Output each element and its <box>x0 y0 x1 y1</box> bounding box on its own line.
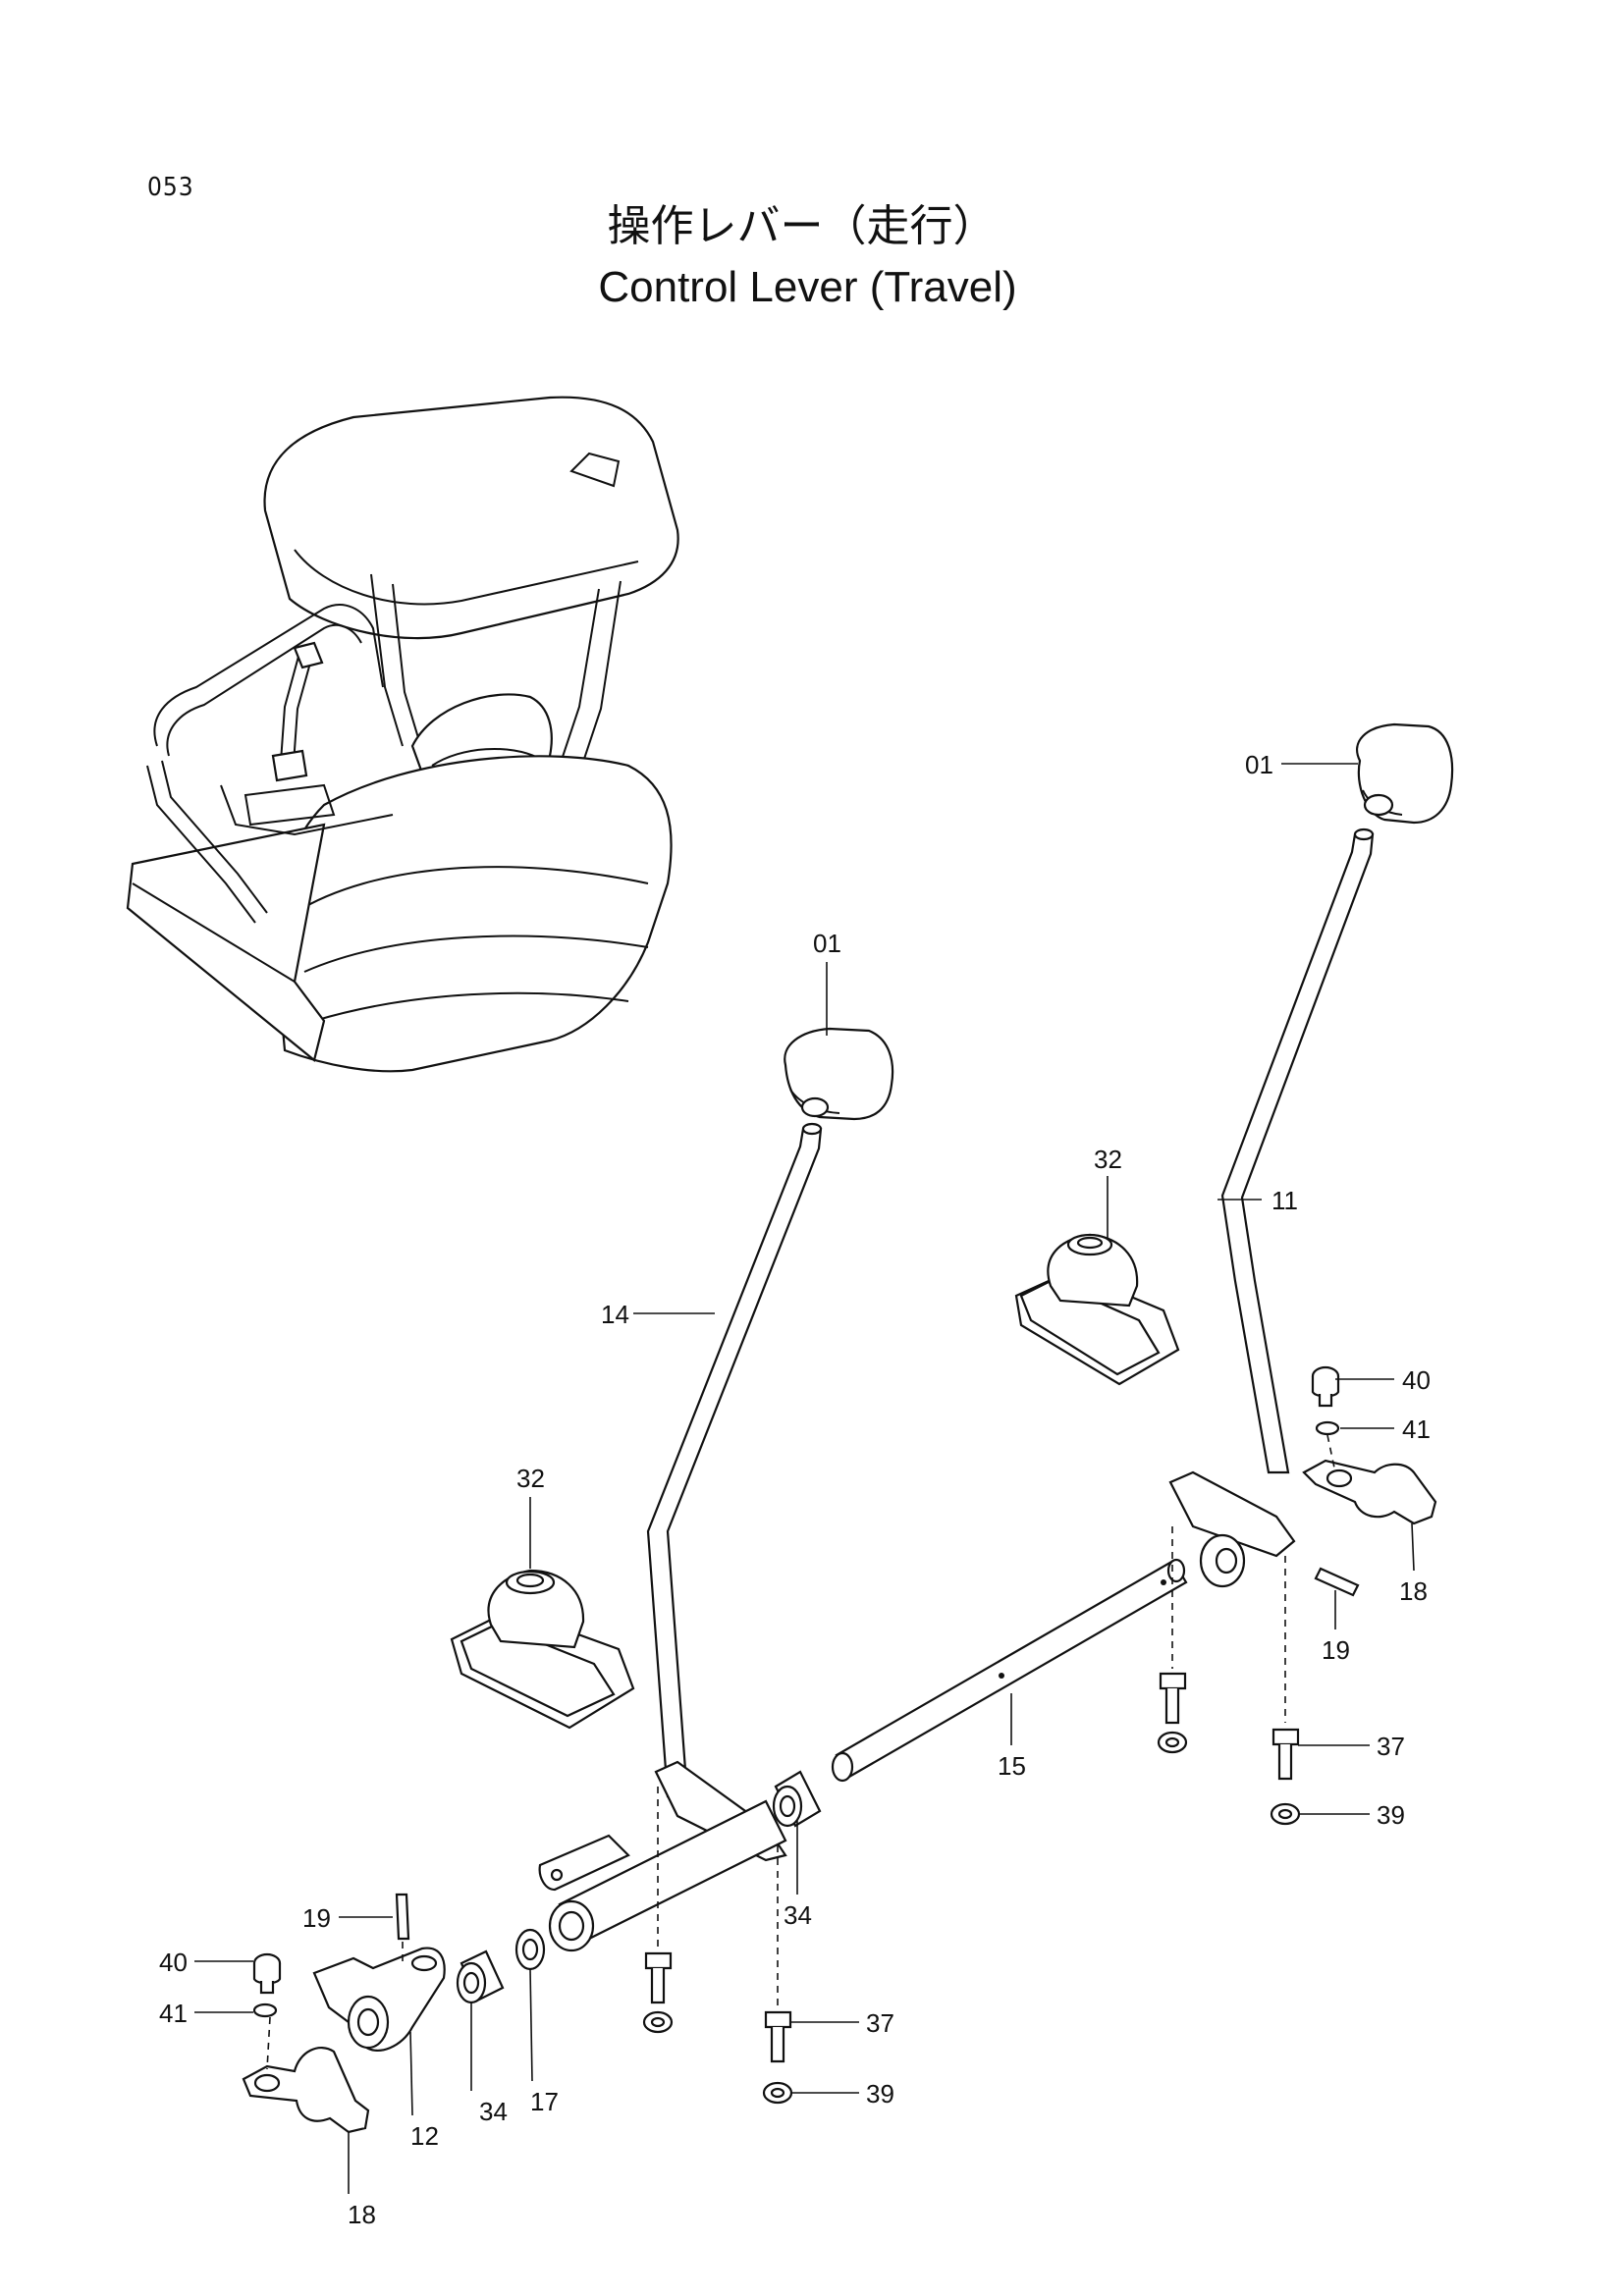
page-title-japanese: 操作レバー（走行） <box>607 201 997 251</box>
callout-34-left: 34 <box>479 2097 508 2126</box>
callout-40-left: 40 <box>159 1948 188 1977</box>
callout-12: 12 <box>410 2121 439 2151</box>
shaft-15 <box>772 1558 1188 1828</box>
page-number: 053 <box>147 173 194 202</box>
callout-41-right: 41 <box>1402 1415 1431 1444</box>
bracket-18-left <box>242 2046 370 2134</box>
page-title-english: Control Lever (Travel) <box>598 263 1017 311</box>
callout-17: 17 <box>530 2087 559 2116</box>
callout-01-left: 01 <box>813 929 841 958</box>
callout-39-right: 39 <box>1377 1800 1405 1830</box>
machine-overview-drawing <box>126 396 679 1073</box>
lever-14 <box>646 1127 823 1798</box>
left-lever-assembly <box>242 1027 894 2134</box>
title-block: 操作レバー（走行） Control Lever (Travel) <box>0 196 1623 318</box>
callout-32-right: 32 <box>1094 1145 1122 1174</box>
callout-34-mid: 34 <box>784 1900 812 1930</box>
callout-37-left: 37 <box>866 2008 894 2038</box>
assembly-lines <box>266 1434 1336 2070</box>
callout-41-left: 41 <box>159 1999 188 2028</box>
callout-19-left: 19 <box>302 1903 331 1933</box>
fasteners <box>642 1672 1301 2105</box>
callout-37-right: 37 <box>1377 1732 1405 1761</box>
callout-18-left: 18 <box>348 2200 376 2229</box>
callout-19-right: 19 <box>1322 1635 1350 1665</box>
leader-lines <box>194 763 1415 2194</box>
callout-32-left: 32 <box>516 1464 545 1493</box>
callout-01-right: 01 <box>1245 750 1273 779</box>
callout-14: 14 <box>601 1300 629 1329</box>
callout-39-left: 39 <box>866 2079 894 2109</box>
lever-11 <box>1220 832 1375 1474</box>
callout-15: 15 <box>998 1751 1026 1781</box>
callout-11: 11 <box>1271 1186 1298 1215</box>
callout-18-right: 18 <box>1399 1576 1428 1606</box>
right-lever-assembly <box>1014 722 1454 1597</box>
callout-40-right: 40 <box>1402 1365 1431 1395</box>
bracket-18-right <box>1302 1459 1437 1525</box>
callout-labels: 01 01 11 14 32 32 40 41 18 19 15 37 39 3… <box>159 750 1431 2229</box>
knob-left <box>784 1027 894 1121</box>
